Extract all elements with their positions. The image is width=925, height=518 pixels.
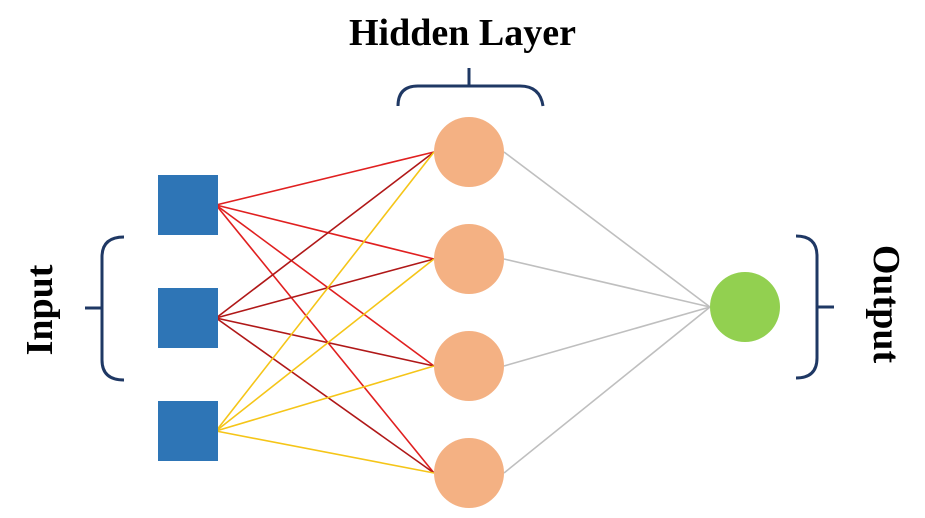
output-node-1 xyxy=(710,272,780,342)
link-hidden-1-output xyxy=(503,151,711,308)
braces xyxy=(85,68,834,382)
link-hidden-3-output xyxy=(503,306,711,367)
link-input-2-hidden-1 xyxy=(215,151,435,319)
link-input-1-hidden-4 xyxy=(215,204,435,474)
hidden-node-2 xyxy=(434,224,504,294)
link-input-1-hidden-2 xyxy=(215,204,435,260)
link-input-1-hidden-1 xyxy=(215,151,435,206)
input-node-1 xyxy=(158,175,218,235)
hidden-layer-label: Hidden Layer xyxy=(349,12,576,54)
link-input-2-hidden-4 xyxy=(215,317,435,474)
link-hidden-2-output xyxy=(503,258,711,308)
input-label: Input xyxy=(19,264,61,356)
output-label: Output xyxy=(865,244,907,364)
link-input-2-hidden-2 xyxy=(215,258,435,319)
nodes xyxy=(158,117,780,508)
hidden-node-3 xyxy=(434,331,504,401)
link-input-3-hidden-3 xyxy=(215,365,435,432)
link-input-3-hidden-1 xyxy=(215,151,435,432)
hidden-node-1 xyxy=(434,117,504,187)
output-brace xyxy=(795,234,834,380)
link-input-2-hidden-3 xyxy=(215,317,435,367)
input-node-2 xyxy=(158,288,218,348)
link-input-1-hidden-3 xyxy=(215,204,435,367)
input-brace xyxy=(85,235,125,382)
connections xyxy=(215,151,711,474)
link-input-3-hidden-4 xyxy=(215,430,435,474)
input-node-3 xyxy=(158,401,218,461)
hidden-node-4 xyxy=(434,438,504,508)
link-input-3-hidden-2 xyxy=(215,258,435,432)
link-hidden-4-output xyxy=(503,306,711,474)
hidden-layer-brace xyxy=(396,68,545,107)
